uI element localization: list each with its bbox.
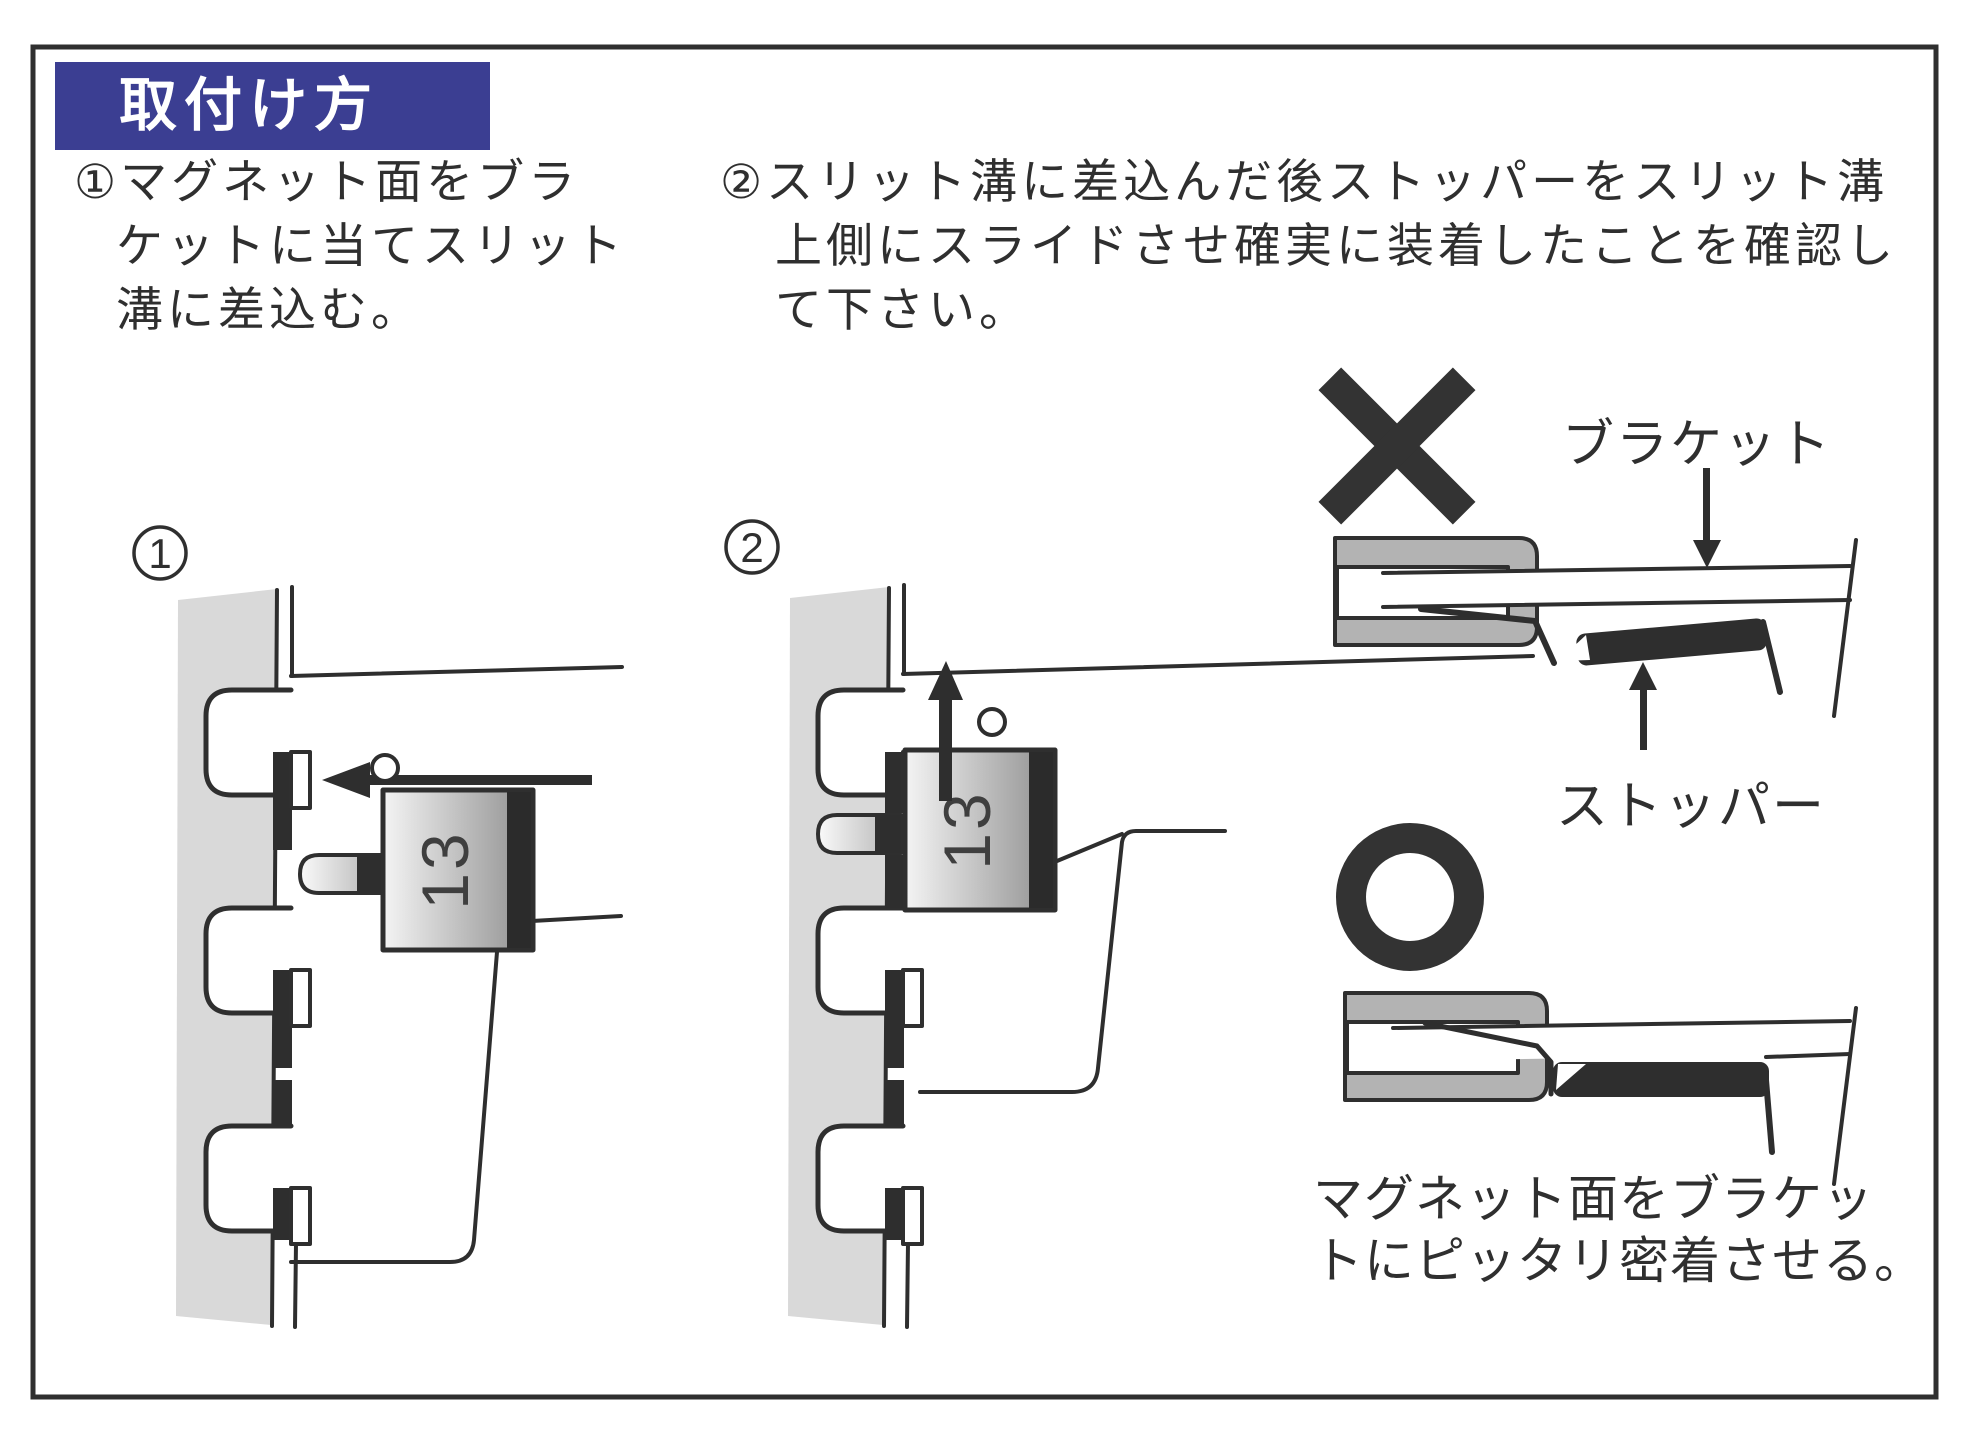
slit-pocket <box>203 1123 294 1234</box>
plate-break-line <box>1832 538 1858 718</box>
step-2-instruction: ②スリット溝に差込んだ後ストッパーをスリット溝 上側にスライドさせ確実に装着した… <box>720 150 1897 342</box>
correct-example-caption: マグネット面をブラケッ トにピッタリ密着させる。 <box>1313 1168 1925 1292</box>
magnet-face-2 <box>1029 752 1053 908</box>
slit-pocket <box>815 687 906 798</box>
wrong-mark-icon <box>1318 367 1476 525</box>
sign-plate-top-edge <box>289 665 624 678</box>
plate-break-line <box>1832 1006 1858 1186</box>
stopper-leaf-spring-correct <box>1422 1020 1554 1097</box>
insert-arrow-icon <box>322 762 592 798</box>
step-1-number: 1 <box>148 530 171 577</box>
step-1-instruction: ①マグネット面をブラ ケットに当てスリット 溝に差込む。 <box>74 150 626 342</box>
step-2-number: 2 <box>740 524 763 571</box>
sign-plate-bottom-edge <box>289 950 499 1264</box>
block-size-label-2: 13 <box>930 790 1004 869</box>
slit-pocket <box>203 687 294 798</box>
stopper-body-wrong <box>1576 618 1767 666</box>
wrong-installation-example <box>1318 367 1858 750</box>
step-2-line-2: 上側にスライドさせ確実に装着したことを確認し <box>775 219 1897 272</box>
step-1-line-3: 溝に差込む。 <box>116 283 422 336</box>
pin-head-circle <box>977 707 1007 737</box>
bracket-pointer-arrow-icon <box>1693 468 1721 568</box>
slide-up-arrow-icon <box>928 661 963 801</box>
sign-plate-top-edge <box>901 654 1535 676</box>
correct-mark-icon <box>1336 823 1484 971</box>
page-title: 取付け方 <box>119 73 380 138</box>
figure-2-slide-up: 2 13 <box>724 519 1535 1329</box>
step-1-line-1: ①マグネット面をブラ <box>74 155 580 208</box>
slit-pocket <box>815 1123 906 1234</box>
stopper-body-correct <box>1553 1062 1769 1097</box>
page-title-banner: 取付け方 <box>55 62 490 150</box>
correct-installation-example <box>1336 823 1858 1186</box>
slit-pocket <box>203 905 294 1016</box>
caption-line-1: マグネット面をブラケッ <box>1313 1171 1874 1227</box>
block-size-label-1: 13 <box>408 830 482 909</box>
figure-1-insert-magnet: 1 <box>132 525 624 1329</box>
step-2-line-1: ②スリット溝に差込んだ後ストッパーをスリット溝 <box>720 155 1889 208</box>
sign-plate-bottom-edge <box>918 829 1227 1094</box>
pin-head-circle <box>370 753 400 783</box>
step-1-line-2: ケットに当てスリット <box>116 219 626 272</box>
stopper-annotation-label: ストッパー <box>1556 778 1827 836</box>
step-2-circle <box>724 519 780 575</box>
slit-pocket <box>815 905 906 1016</box>
page-border <box>30 44 1939 1400</box>
stopper-leaf-spring-wrong <box>1418 606 1557 666</box>
caption-line-2: トにピッタリ密着させる。 <box>1313 1233 1925 1289</box>
magnet-face-1 <box>507 792 531 948</box>
bracket-annotation-label: ブラケット <box>1562 416 1833 474</box>
step-1-circle <box>132 525 188 581</box>
stopper-pointer-arrow-icon <box>1629 662 1657 750</box>
step-2-line-3: て下さい。 <box>775 283 1030 336</box>
